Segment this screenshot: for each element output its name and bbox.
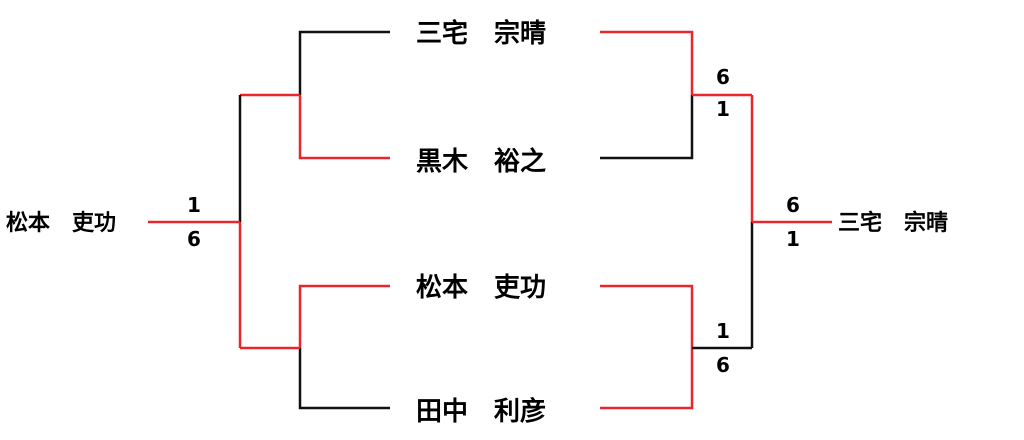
right-lower-match-score-bottom: 6 xyxy=(716,353,730,377)
right-upper-line-player-1 xyxy=(600,30,694,95)
left-side-score-bottom: 6 xyxy=(187,227,201,251)
right-lower-line-player-4 xyxy=(600,348,694,410)
right-side-winner-name: 三宅 宗晴 xyxy=(838,210,948,236)
right-lower-match-score-top: 1 xyxy=(716,319,730,343)
player-name-2: 黒木 裕之 xyxy=(416,146,546,177)
left-lower-line-player-4 xyxy=(298,348,390,410)
right-side-score-bottom: 1 xyxy=(786,227,800,251)
left-upper-line-player-2 xyxy=(298,95,390,160)
right-upper-match-score-top: 6 xyxy=(716,65,730,89)
right-side-score-top: 6 xyxy=(786,193,800,217)
right-lower-line-player-3 xyxy=(600,284,694,348)
player-name-3: 松本 吏功 xyxy=(416,273,546,303)
left-side-score-top: 1 xyxy=(187,193,201,217)
player-name-1: 三宅 宗晴 xyxy=(416,18,546,49)
left-upper-line-player-1 xyxy=(298,30,390,95)
player-name-4: 田中 利彦 xyxy=(416,396,546,427)
left-lower-line-player-3 xyxy=(298,284,390,348)
right-upper-match-score-bottom: 1 xyxy=(716,97,730,121)
left-side-winner-name: 松本 吏功 xyxy=(6,210,116,236)
right-upper-line-player-2 xyxy=(600,95,694,160)
